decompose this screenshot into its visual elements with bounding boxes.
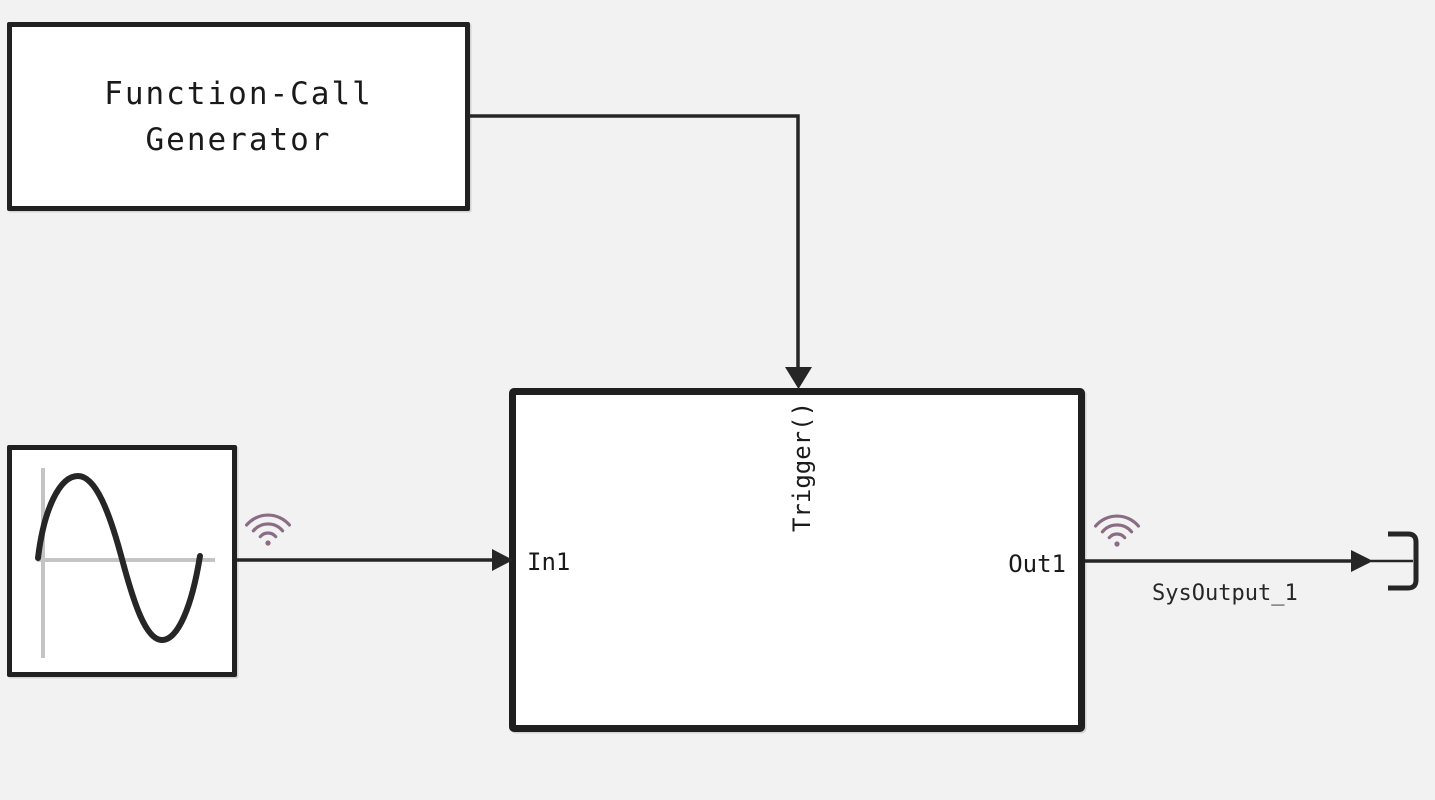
sine-wave-block[interactable]	[7, 445, 237, 677]
wifi-arc-icon	[258, 531, 278, 539]
function-call-generator-label-line1: Function-Call	[104, 75, 373, 112]
function-call-generator-label-line2: Generator	[145, 121, 332, 158]
trigger-wire[interactable]	[469, 114, 812, 389]
wifi-dot-icon	[1114, 541, 1120, 547]
subsystem-trigger-port-label: Trigger()	[788, 402, 816, 532]
sine-curve	[35, 472, 203, 644]
wifi-arc-icon	[1100, 523, 1134, 534]
subsystem-in-port-label: In1	[527, 548, 570, 576]
input-wire-arrowhead-icon	[492, 549, 513, 571]
wifi-arc-icon	[1107, 532, 1127, 540]
output-wire-arrowhead-icon	[1351, 550, 1373, 572]
system-output-terminal-icon[interactable]	[1388, 531, 1419, 591]
wifi-arc-icon	[245, 513, 291, 527]
sine-wave-icon	[35, 468, 215, 658]
trigger-wire-arrowhead-icon	[785, 367, 812, 389]
output-wire[interactable]	[1085, 550, 1413, 572]
wifi-dot-icon	[265, 540, 271, 546]
function-call-generator-block[interactable]: Function-Call Generator	[7, 22, 470, 211]
input-wire[interactable]	[237, 549, 513, 571]
subsystem-out-port-label: Out1	[1008, 550, 1066, 578]
output-signal-name-label[interactable]: SysOutput_1	[1152, 581, 1298, 606]
trigger-wire-line[interactable]	[469, 114, 800, 370]
signal-logging-badge-output[interactable]	[1094, 514, 1140, 547]
wifi-arc-icon	[1094, 514, 1140, 528]
signal-logging-badge-input[interactable]	[245, 513, 291, 546]
wifi-arc-icon	[251, 522, 285, 533]
